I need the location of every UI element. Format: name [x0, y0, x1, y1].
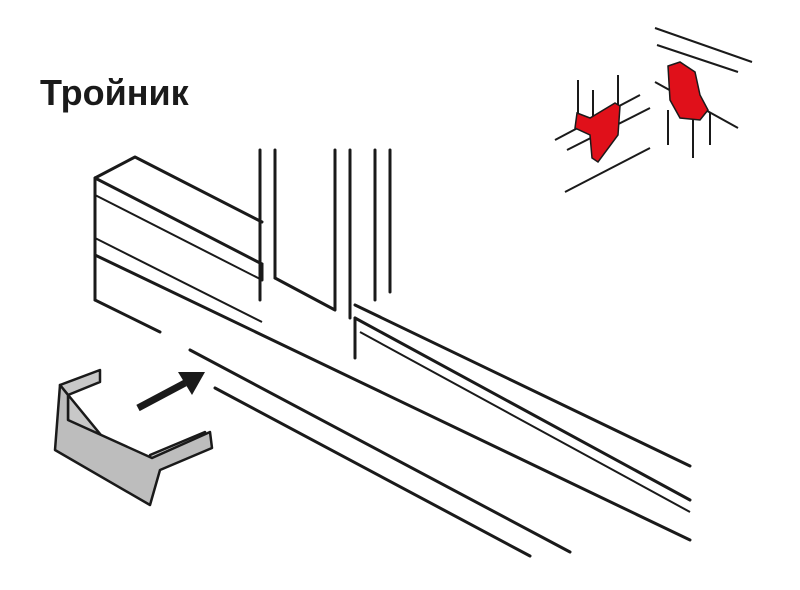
- red-corner-pieces-icon: [554, 27, 753, 193]
- trunk-channel: [93, 155, 692, 558]
- end-cap-icon: [53, 368, 214, 507]
- insert-arrow-icon: [136, 372, 205, 412]
- diagram-title: Тройник: [40, 72, 189, 113]
- branch-channel: [258, 148, 392, 360]
